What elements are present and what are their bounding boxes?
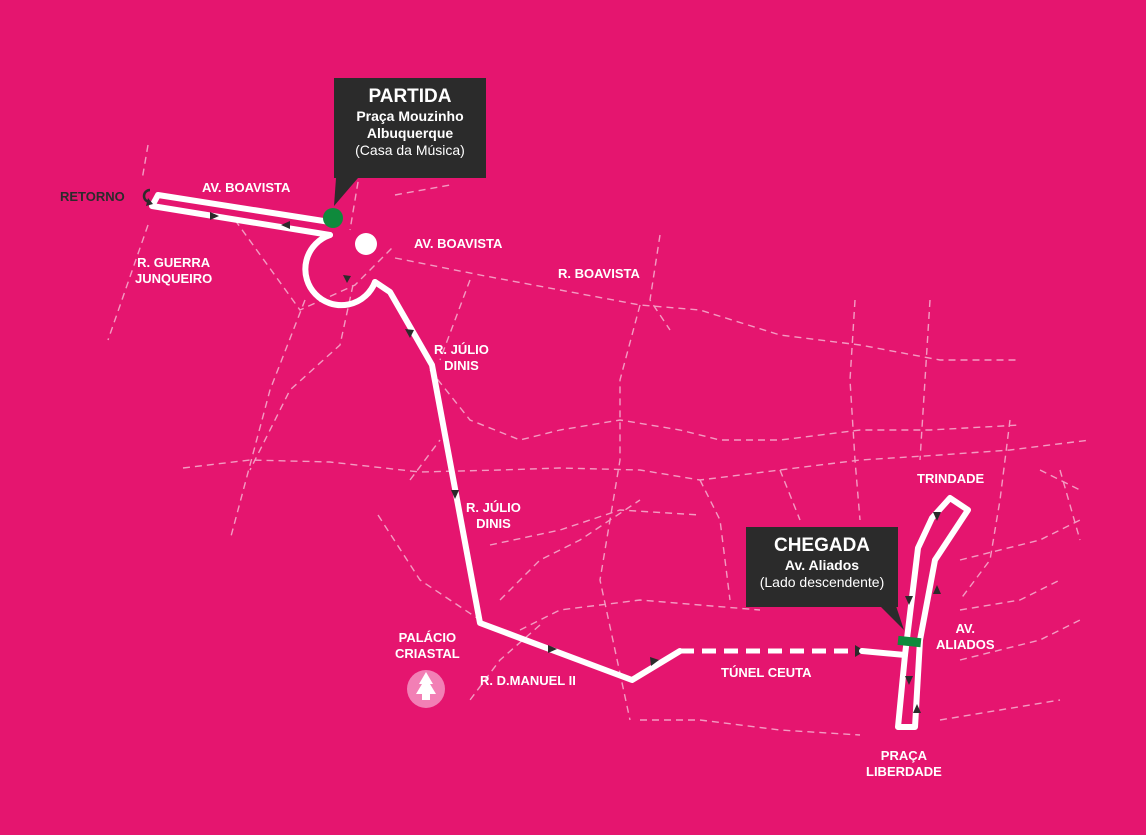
start-line1: Praça Mouzinho	[356, 108, 464, 124]
finish-callout: CHEGADA Av. Aliados (Lado descendente)	[746, 527, 898, 607]
arrow	[933, 585, 941, 594]
start-callout: PARTIDA Praça Mouzinho Albuquerque (Casa…	[334, 78, 486, 178]
arrow	[905, 676, 913, 685]
julio-dinis-b-line1: R. JÚLIO	[466, 500, 521, 515]
arrow	[210, 212, 219, 220]
start-callout-pointer	[334, 178, 358, 206]
julio-dinis-label-b: R. JÚLIO DINIS	[466, 500, 521, 532]
trindade-label: TRINDADE	[917, 471, 985, 486]
praca-liberdade-label: PRAÇA LIBERDADE	[866, 748, 942, 780]
r-guerra-junqueiro-label: R. GUERRA JUNQUEIRO	[135, 255, 212, 287]
arrow	[905, 596, 913, 605]
av-aliados-line1: AV.	[955, 621, 975, 636]
start-title: PARTIDA	[368, 86, 452, 107]
julio-dinis-label-a: R. JÚLIO DINIS	[434, 342, 489, 374]
julio-dinis-a-line2: DINIS	[444, 358, 479, 373]
finish-title: CHEGADA	[773, 535, 871, 556]
r-guerra-line1: R. GUERRA	[137, 255, 211, 270]
finish-note: (Lado descendente)	[759, 574, 885, 590]
r-guerra-line2: JUNQUEIRO	[135, 271, 213, 286]
av-boavista-label-1: AV. BOAVISTA	[202, 180, 291, 195]
av-aliados-label: AV. ALIADOS	[936, 621, 995, 653]
finish-callout-pointer	[880, 606, 904, 630]
start-line2: Albuquerque	[366, 125, 454, 141]
start-note: (Casa da Música)	[355, 142, 465, 158]
start-dot-marker	[323, 208, 343, 228]
retorno-label: RETORNO	[60, 189, 125, 204]
roundabout-icon	[355, 233, 377, 255]
arrow	[548, 645, 557, 653]
street-network	[107, 144, 1091, 736]
tunnel-segment	[680, 645, 865, 657]
tree-icon	[407, 670, 445, 708]
praca-line2: LIBERDADE	[866, 764, 942, 779]
tunel-ceuta-label: TÚNEL CEUTA	[721, 665, 812, 680]
julio-dinis-a-line1: R. JÚLIO	[434, 342, 489, 357]
palacio-line2: CRIASTAL	[395, 646, 460, 661]
finish-bar-marker	[897, 635, 922, 648]
arrow	[933, 512, 941, 521]
palacio-line1: PALÁCIO	[398, 630, 457, 645]
av-aliados-line2: ALIADOS	[936, 637, 995, 652]
praca-line1: PRAÇA	[880, 748, 928, 763]
arrow	[281, 221, 290, 229]
arrow	[405, 329, 414, 338]
arrow	[913, 704, 921, 713]
d-manuel-label: R. D.MANUEL II	[480, 673, 576, 688]
av-boavista-label-2: AV. BOAVISTA	[414, 236, 503, 251]
direction-arrows	[210, 212, 941, 713]
arrow	[650, 657, 659, 666]
arrow	[451, 490, 459, 499]
julio-dinis-b-line2: DINIS	[476, 516, 511, 531]
arrow	[343, 275, 351, 283]
finish-line1: Av. Aliados	[784, 557, 860, 573]
palacio-label: PALÁCIO CRIASTAL	[395, 630, 460, 662]
r-boavista-label: R. BOAVISTA	[558, 266, 640, 281]
